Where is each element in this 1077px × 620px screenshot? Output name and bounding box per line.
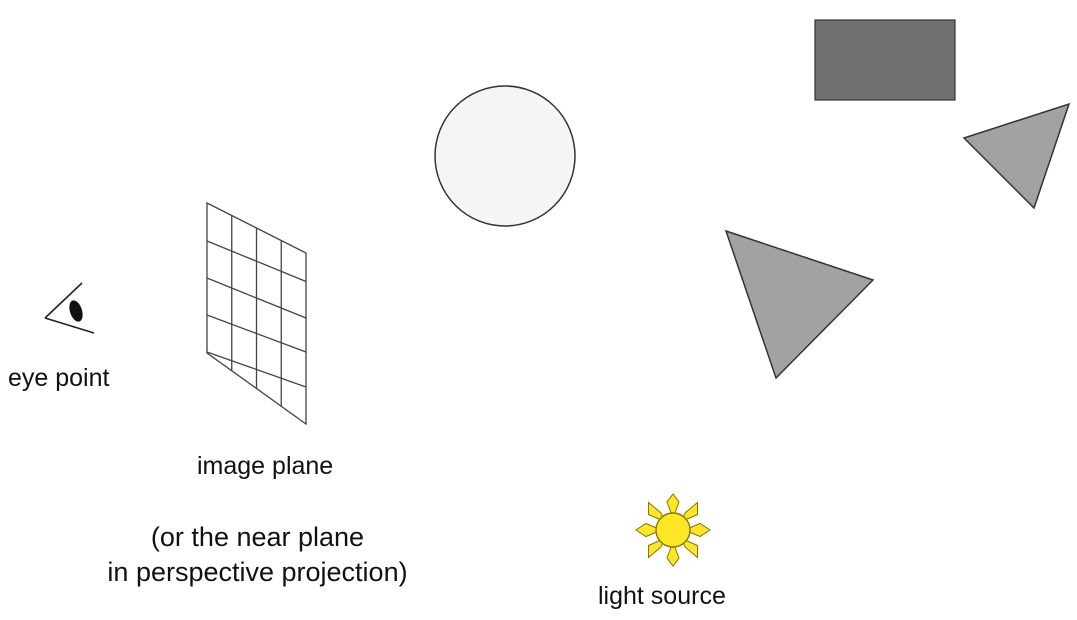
large-triangle — [724, 229, 875, 380]
eye-icon — [44, 282, 95, 334]
sun-icon — [635, 493, 711, 567]
near-plane-note-line-2: in perspective projection) — [107, 557, 408, 588]
light-source-label: light source — [598, 582, 726, 610]
image-plane-label: image plane — [197, 452, 334, 480]
eye-point-label: eye point — [8, 364, 110, 392]
image-plane-grid — [206, 201, 307, 426]
dark-rectangle — [814, 19, 956, 101]
near-plane-note: (or the near plane in perspective projec… — [60, 520, 455, 590]
sphere — [434, 85, 576, 227]
small-triangle — [962, 102, 1071, 210]
near-plane-note-line-1: (or the near plane — [150, 522, 365, 552]
